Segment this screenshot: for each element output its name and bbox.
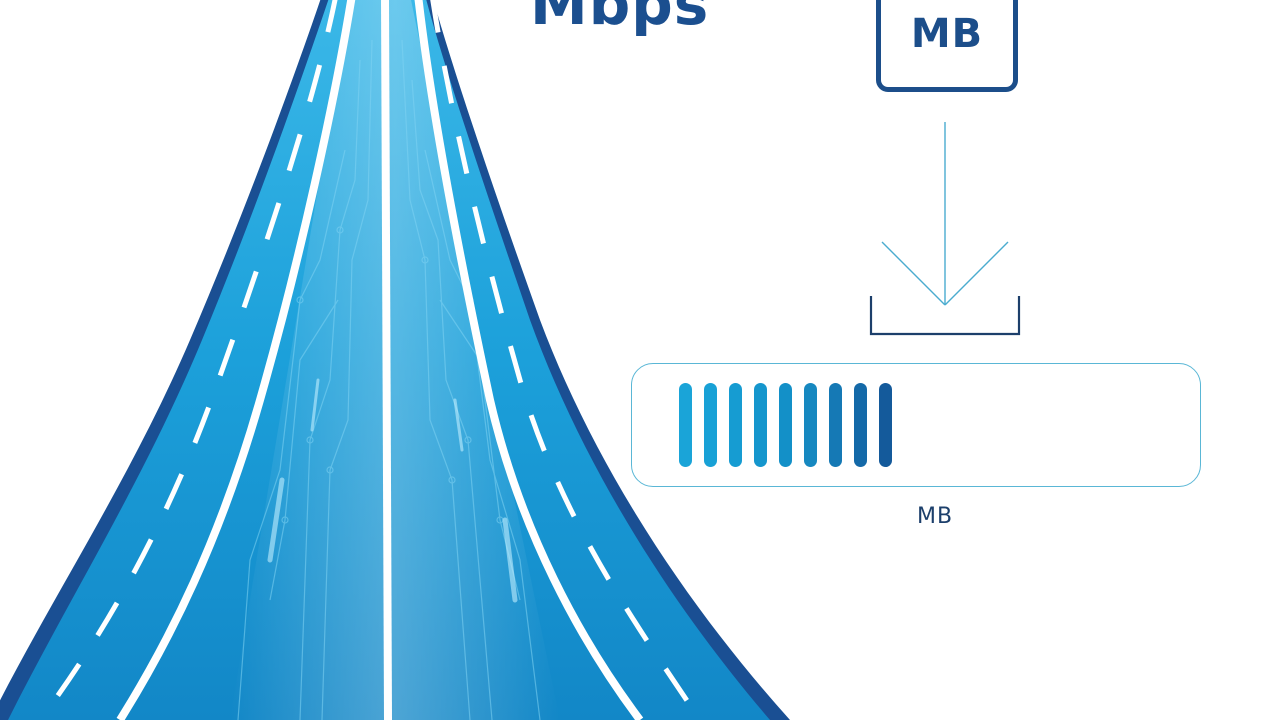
file-size-icon: MB (876, 0, 1018, 92)
right-dashed-lane-marking (430, 0, 703, 720)
download-progress-bar (631, 363, 1201, 487)
center-divider-line (381, 0, 392, 720)
progress-segment (879, 383, 892, 467)
progress-segment (679, 383, 692, 467)
progress-segment (729, 383, 742, 467)
right-lane-line (414, 0, 644, 720)
speed-unit-label: Mbps (530, 0, 710, 38)
light-streaks (267, 378, 518, 603)
file-size-label: MB (910, 11, 984, 57)
left-lane-line (116, 0, 356, 720)
progress-segment (829, 383, 842, 467)
left-dashed-lane-marking (37, 0, 338, 720)
circuit-traces (237, 39, 541, 720)
progress-segment (779, 383, 792, 467)
download-arrow-icon (881, 122, 1009, 306)
progress-segment (804, 383, 817, 467)
progress-segment (754, 383, 767, 467)
progress-segments (679, 383, 892, 467)
progress-label: MB (917, 504, 954, 529)
download-tray-icon (869, 296, 1021, 336)
road-center-glow (230, 0, 560, 720)
progress-segment (704, 383, 717, 467)
progress-segment (854, 383, 867, 467)
